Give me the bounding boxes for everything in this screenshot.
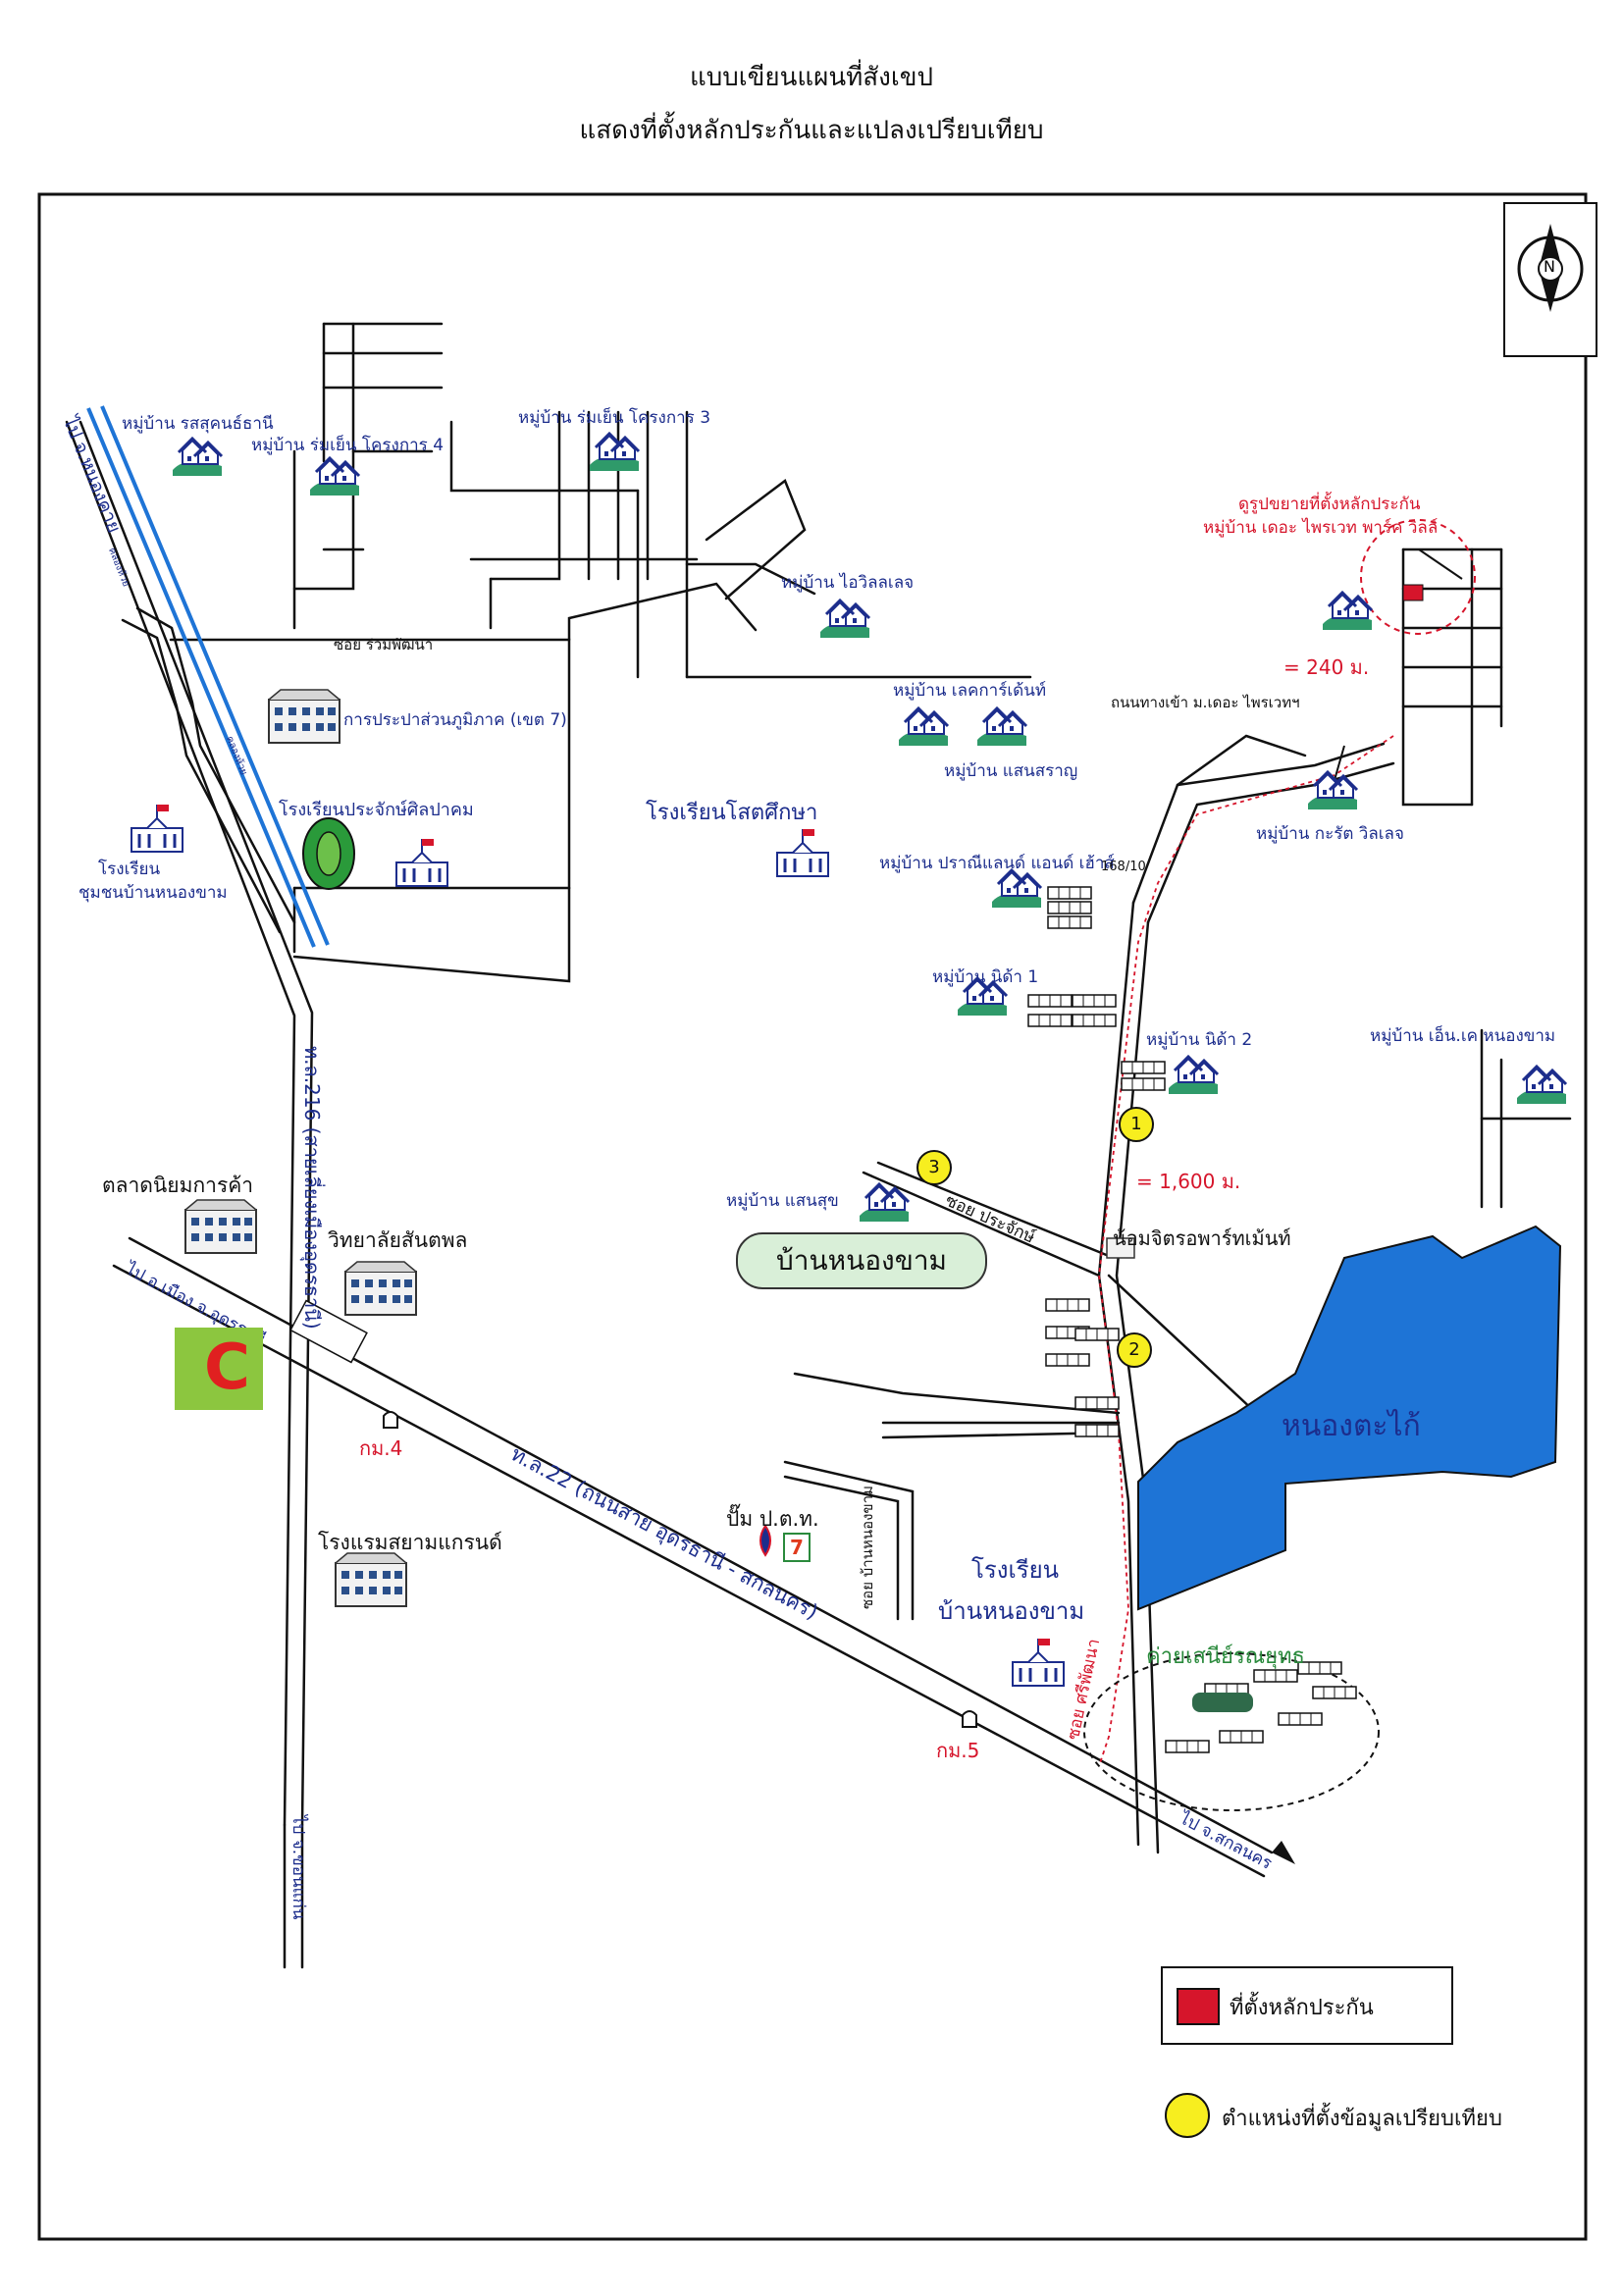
label-waterworks: การประปาส่วนภูมิภาค (เขต 7) — [343, 710, 567, 730]
comparison-marker-3: 3 — [916, 1150, 952, 1185]
label-dist-240: = 240 ม. — [1283, 655, 1370, 679]
seven-eleven-logo: 7 — [783, 1533, 811, 1562]
house-icon — [1515, 1065, 1568, 1106]
arrow-sakon — [1272, 1841, 1295, 1864]
comparison-marker-2: 2 — [1117, 1332, 1152, 1368]
label-road-khonkaen: ไป จ.ขอนแก่น — [288, 1815, 308, 1920]
label-hotel: โรงแรมสยามแกรนด์ — [318, 1531, 502, 1554]
label-v-karat: หมู่บ้าน กะรัต วิลเลจ — [1256, 824, 1404, 844]
school-icon — [1011, 1637, 1066, 1688]
label-gas: ปั๊ม ป.ต.ท. — [726, 1507, 819, 1531]
tank-icon — [1192, 1693, 1253, 1712]
label-school-bnk-2: บ้านหนองขาม — [938, 1597, 1085, 1625]
map-title-line1: แบบเขียนแผนที่สังเขป — [689, 63, 934, 92]
house-icon — [171, 437, 224, 478]
legend-comparison-text: ตำแหน่งที่ตั้งข้อมูลเปรียบเทียบ — [1222, 2107, 1502, 2131]
label-school-prajak: โรงเรียนประจักษ์ศิลปาคม — [279, 800, 474, 820]
house-icon — [975, 706, 1028, 748]
label-v-saensuk: หมู่บ้าน แสนสุข — [726, 1191, 839, 1211]
label-v-romyen3: หมู่บ้าน ร่มเย็น โครงการ 3 — [518, 408, 711, 428]
house-icon — [897, 706, 950, 748]
label-apartment: น้อมจิตรอพาร์ทเม้นท์ — [1113, 1226, 1291, 1250]
school-icon — [394, 837, 449, 888]
house-icon — [588, 432, 641, 473]
label-house-no: 168/10 — [1101, 860, 1146, 874]
label-v-nida2: หมู่บ้าน นิด้า 2 — [1146, 1030, 1253, 1050]
label-v-rotsukon: หมู่บ้าน รสสุคนธ์ธานี — [122, 414, 274, 434]
label-camp: ค่ายเสนีย์รณยุทธ — [1146, 1644, 1305, 1669]
building-icon — [268, 689, 340, 744]
label-school-chumchon-1: โรงเรียน — [98, 860, 161, 879]
house-icon — [1306, 770, 1359, 811]
legend-collateral: ที่ตั้งหลักประกัน — [1161, 1966, 1453, 2045]
building-icon — [184, 1199, 257, 1254]
building-icon — [335, 1552, 407, 1607]
label-dist-1600: = 1,600 ม. — [1136, 1170, 1241, 1193]
label-v-nk: หมู่บ้าน เอ็น.เค หนองขาม — [1370, 1026, 1556, 1046]
compass-letter: N — [1544, 257, 1555, 276]
label-v-romyen4: หมู่บ้าน ร่มเย็น โครงการ 4 — [251, 436, 445, 455]
apartment-icon — [1106, 1237, 1135, 1259]
label-v-pranee: หมู่บ้าน ปราณีแลนด์ แอนด์ เฮ้าส์ — [879, 854, 1115, 873]
bigc-letter: C — [204, 1331, 250, 1404]
map-title-line2: แสดงที่ตั้งหลักประกันและแปลงเปรียบเทียบ — [579, 116, 1044, 145]
stadium-icon — [302, 817, 355, 890]
house-icon — [818, 599, 871, 640]
label-enlarge-1: ดูรูปขยายที่ตั้งหลักประกัน — [1238, 495, 1421, 514]
bigc-logo: C — [175, 1328, 263, 1410]
village-center-pill: บ้านหนองขาม — [736, 1232, 987, 1289]
km-marker-icon — [962, 1710, 977, 1728]
label-road-216: ท.ล.216 (สายเลี่ยงเมืองอุดรธานี) — [300, 1046, 324, 1330]
comparison-marker-1: 1 — [1119, 1107, 1154, 1142]
gas-station-icon — [759, 1524, 771, 1557]
label-market: ตลาดนิยมการค้า — [102, 1174, 254, 1197]
legend-collateral-text: ที่ตั้งหลักประกัน — [1230, 1996, 1374, 2020]
km-marker-icon — [383, 1411, 398, 1429]
north-arrow-icon: N — [1503, 202, 1597, 357]
lake-nongtakai — [1137, 1225, 1562, 1611]
school-icon — [130, 803, 184, 854]
label-v-saensaran: หมู่บ้าน แสนสราญ — [944, 761, 1078, 781]
school-icon — [775, 827, 830, 878]
label-km5: กม.5 — [936, 1739, 980, 1762]
label-soi-rompattana: ซอย ร่วมพัฒนา — [334, 636, 434, 653]
label-school-bnk-1: โรงเรียน — [971, 1556, 1060, 1584]
label-school-sot: โรงเรียนโสตศึกษา — [646, 801, 818, 825]
collateral-square-icon — [1177, 1988, 1220, 2025]
label-enlarge-2: หมู่บ้าน เดอะ ไพรเวท พาร์ค วิลล์ — [1203, 518, 1439, 538]
label-v-ivillage: หมู่บ้าน ไอวิลลเลจ — [781, 573, 915, 593]
label-school-chumchon-2: ชุมชนบ้านหนองขาม — [79, 883, 228, 903]
house-icon — [308, 456, 361, 497]
label-v-lakegarden: หมู่บ้าน เลคการ์เด้นท์ — [893, 681, 1047, 701]
building-icon — [344, 1261, 417, 1316]
label-entrance-road: ถนนทางเข้า ม.เดอะ ไพรเวทฯ — [1111, 694, 1300, 711]
collateral-marker — [1402, 584, 1424, 601]
house-icon — [1167, 1055, 1220, 1096]
label-lake: หนองตะไก้ — [1282, 1409, 1421, 1443]
label-v-nida1: หมู่บ้าน นิด้า 1 — [932, 967, 1039, 987]
label-soi-nongkham: ซอย บ้านหนองขาม — [859, 1486, 876, 1609]
label-college: วิทยาลัยสันตพล — [328, 1228, 468, 1252]
comparison-dot-icon — [1165, 2093, 1210, 2138]
label-km4: กม.4 — [359, 1436, 403, 1460]
